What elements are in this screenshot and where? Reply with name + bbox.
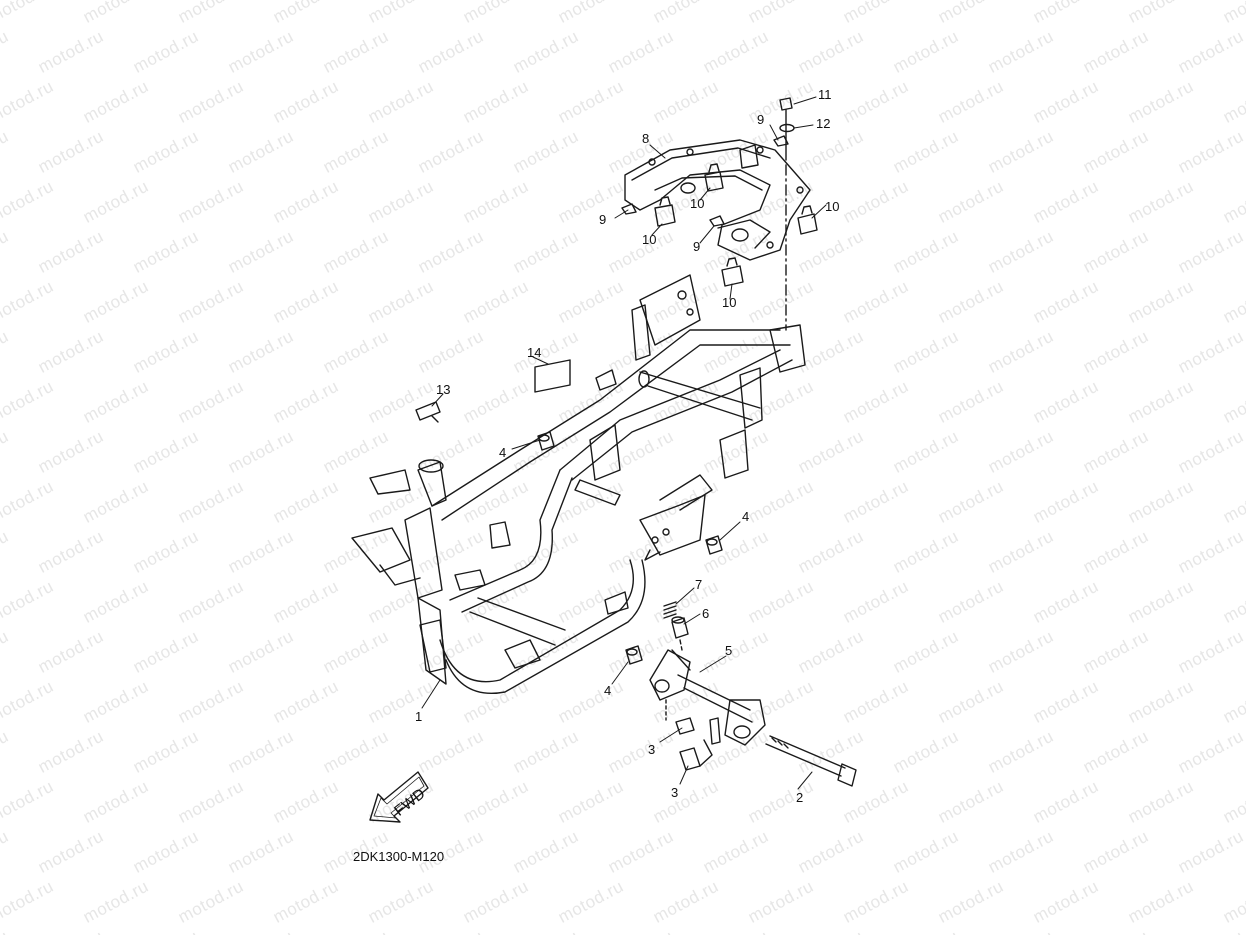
long-bolt-2 [765,735,857,787]
damper-10a [654,196,676,227]
bolt-3b [679,739,713,771]
diagram-reference-code: 2DK1300-M120 [353,849,445,864]
label-plate-14 [534,359,571,393]
callout-10a: 10 [642,232,656,247]
callout-6: 6 [702,606,709,621]
spring-7 [663,601,677,619]
callout-14: 14 [527,345,541,360]
callout-9b: 9 [693,239,700,254]
callout-2: 2 [796,790,803,805]
damper-10b [704,163,724,192]
tag-13 [415,401,441,423]
engine-link-5 [649,649,766,746]
callout-12: 12 [816,116,830,131]
damper-10d [721,257,744,287]
callout-13: 13 [436,382,450,397]
callout-10c: 10 [825,199,839,214]
callout-5: 5 [725,643,732,658]
callout-3b: 3 [671,785,678,800]
fwd-arrow [369,771,429,823]
leader-lines [421,96,827,790]
main-frame [351,274,806,694]
callout-4c: 4 [604,683,611,698]
callout-4b: 4 [742,509,749,524]
callout-9a: 9 [599,212,606,227]
callout-7: 7 [695,577,702,592]
callout-labels: 1 2 3 3 4 4 4 5 6 7 8 9 9 9 10 10 10 10 … [415,87,839,805]
clip-9c [773,135,789,147]
callout-4a: 4 [499,445,506,460]
callout-8: 8 [642,131,649,146]
nut-4b [705,535,723,555]
callout-11: 11 [818,87,832,102]
clip-9b [709,215,725,227]
nut-4c [625,645,643,665]
bolt-11 [779,97,793,161]
collar-6 [671,616,689,639]
callout-1: 1 [415,709,422,724]
damper-10c [797,205,818,235]
callout-10d: 10 [722,295,736,310]
rear-bracket-assembly [624,139,811,261]
callout-9c: 9 [757,112,764,127]
washer-12 [779,123,795,133]
nut-4a [537,431,555,451]
callout-10b: 10 [690,196,704,211]
callout-3a: 3 [648,742,655,757]
